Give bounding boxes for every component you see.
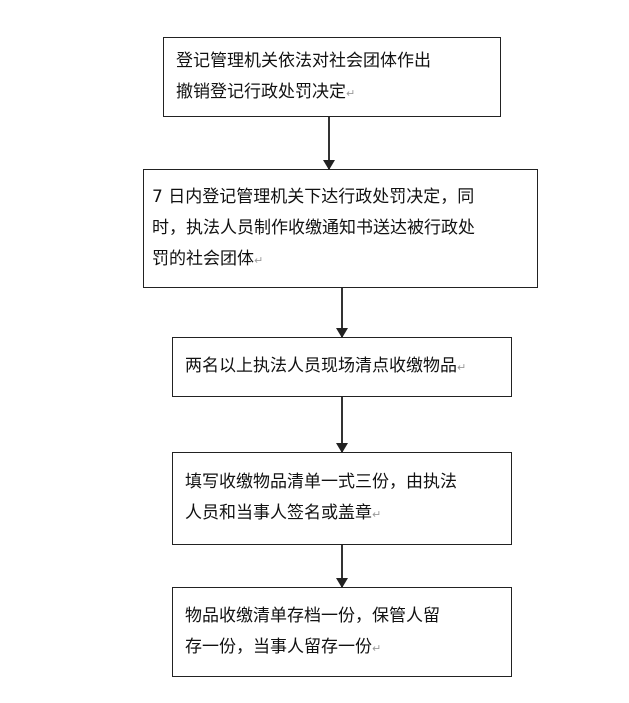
paragraph-mark-icon: ↵ bbox=[254, 253, 264, 267]
step-text: 物品收缴清单存档一份，保管人留 bbox=[185, 605, 440, 626]
step-text-line: 撤销登记行政处罚决定↵ bbox=[176, 77, 488, 109]
step-text: 登记管理机关依法对社会团体作出 bbox=[176, 50, 431, 71]
step-text: 罚的社会团体 bbox=[152, 248, 254, 269]
step-text-line: 罚的社会团体↵ bbox=[152, 244, 525, 276]
step-text: 人员和当事人签名或盖章 bbox=[185, 503, 372, 523]
step-text: 时，执法人员制作收缴通知书送达被行政处 bbox=[152, 217, 475, 238]
step-text-line: 人员和当事人签名或盖章↵ bbox=[185, 498, 499, 530]
paragraph-mark-icon: ↵ bbox=[372, 641, 382, 655]
step-3-box: 两名以上执法人员现场清点收缴物品↵ bbox=[172, 337, 512, 397]
arrow-4 bbox=[336, 545, 348, 588]
arrow-3 bbox=[336, 397, 348, 453]
paragraph-mark-icon: ↵ bbox=[346, 86, 356, 100]
step-text: 两名以上执法人员现场清点收缴物品 bbox=[185, 356, 457, 376]
step-text-line: 存一份，当事人留存一份↵ bbox=[185, 632, 499, 664]
step-text: 7 日内登记管理机关下达行政处罚决定，同 bbox=[152, 186, 475, 207]
step-text: 存一份，当事人留存一份 bbox=[185, 636, 372, 657]
step-2-box: 7 日内登记管理机关下达行政处罚决定，同 时，执法人员制作收缴通知书送达被行政处… bbox=[143, 169, 538, 288]
step-text-line: 两名以上执法人员现场清点收缴物品↵ bbox=[185, 351, 499, 383]
arrow-2 bbox=[336, 288, 348, 338]
step-text: 撤销登记行政处罚决定 bbox=[176, 81, 346, 102]
step-5-box: 物品收缴清单存档一份，保管人留 存一份，当事人留存一份↵ bbox=[172, 587, 512, 677]
step-text: 填写收缴物品清单一式三份，由执法 bbox=[185, 472, 457, 492]
paragraph-mark-icon: ↵ bbox=[457, 361, 467, 374]
step-4-box: 填写收缴物品清单一式三份，由执法 人员和当事人签名或盖章↵ bbox=[172, 452, 512, 545]
arrow-1 bbox=[323, 117, 335, 170]
paragraph-mark-icon: ↵ bbox=[372, 508, 382, 521]
step-1-box: 登记管理机关依法对社会团体作出 撤销登记行政处罚决定↵ bbox=[163, 37, 501, 117]
